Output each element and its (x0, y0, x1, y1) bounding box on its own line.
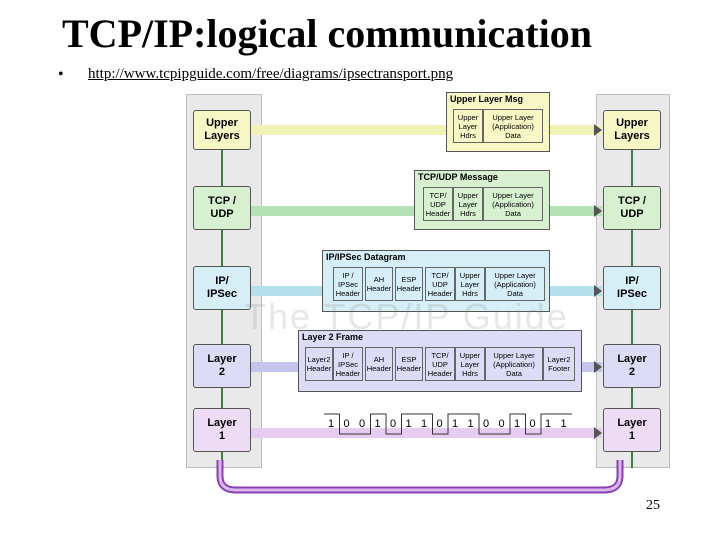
arrow-head-l1 (594, 427, 602, 439)
watermark: The TCP/IP Guide (244, 296, 569, 337)
arrow-head-ip (594, 285, 602, 297)
bit-digit: 0 (359, 418, 366, 430)
ip-ipsec-header-cell: IP / IPSec Header (333, 267, 363, 301)
ip-upper-data-cell: Upper Layer (Application) Data (485, 267, 545, 301)
bit-digit: 0 (483, 418, 490, 430)
bit-digit: 1 (328, 418, 335, 430)
l2-footer-cell: Layer2 Footer (543, 347, 575, 381)
pipe-upper-layers (246, 125, 602, 135)
ip-esp-header-cell: ESP Header (395, 267, 423, 301)
right-upper-layers: Upper Layers (603, 110, 661, 150)
page-number: 25 (646, 498, 660, 513)
l2-header-cell: Layer2 Header (305, 347, 333, 381)
l2-ah-header-cell: AH Header (365, 347, 393, 381)
left-ip-ipsec: IP/ IPSec (193, 266, 251, 310)
physical-link (216, 460, 624, 494)
left-upper-layers: Upper Layers (193, 110, 251, 150)
bit-digit: 1 (374, 418, 381, 430)
tcp-upper-hdrs-cell: Upper Layer Hdrs (453, 187, 483, 221)
bit-digit: 1 (405, 418, 412, 430)
bullet-marker: • (58, 66, 64, 83)
ip-tcp-udp-header-cell: TCP/ UDP Header (425, 267, 455, 301)
layer-2-frame: Layer 2 Frame Layer2 Header IP / IPSec H… (298, 330, 582, 392)
bit-digit: 0 (529, 418, 536, 430)
bit-digit: 0 (390, 418, 397, 430)
upper-layer-hdrs-cell: Upper Layer Hdrs (453, 109, 483, 143)
ip-ah-header-cell: AH Header (365, 267, 393, 301)
left-layer-2: Layer 2 (193, 344, 251, 388)
bit-digit: 0 (436, 418, 443, 430)
right-layer-2: Layer 2 (603, 344, 661, 388)
bit-digit: 0 (343, 418, 350, 430)
right-tcp-udp: TCP / UDP (603, 186, 661, 230)
l2-esp-header-cell: ESP Header (395, 347, 423, 381)
ip-ipsec-datagram: IP/IPSec Datagram IP / IPSec Header AH H… (322, 250, 550, 312)
slide-title: TCP/IP:logical communication (62, 11, 592, 56)
tcp-upper-data-cell: Upper Layer (Application) Data (483, 187, 543, 221)
ip-datagram-title: IP/IPSec Datagram (326, 252, 406, 262)
bit-digit: 1 (545, 418, 552, 430)
upper-layer-msg-title: Upper Layer Msg (450, 94, 524, 104)
pipe-layer-1 (246, 428, 602, 438)
right-layer-1: Layer 1 (603, 408, 661, 452)
tcp-udp-message: TCP/UDP Message TCP/ UDP Header Upper La… (414, 170, 550, 230)
left-layer-1: Layer 1 (193, 408, 251, 452)
bit-digit: 1 (421, 418, 428, 430)
bit-digit: 1 (452, 418, 459, 430)
bit-digit: 0 (498, 418, 505, 430)
l2-ip-ipsec-header-cell: IP / IPSec Header (333, 347, 363, 381)
tcp-udp-header-cell: TCP/ UDP Header (423, 187, 453, 221)
bit-digit: 1 (560, 418, 567, 430)
source-link[interactable]: http://www.tcpipguide.com/free/diagrams/… (88, 66, 454, 82)
arrow-head-l2 (594, 361, 602, 373)
right-ip-ipsec: IP/ IPSec (603, 266, 661, 310)
l2-upper-hdrs-cell: Upper Layer Hdrs (455, 347, 485, 381)
arrow-head-tcp (594, 205, 602, 217)
bit-digit: 1 (514, 418, 521, 430)
l2-upper-data-cell: Upper Layer (Application) Data (485, 347, 543, 381)
l2-tcp-udp-header-cell: TCP/ UDP Header (425, 347, 455, 381)
bit-digit: 1 (467, 418, 474, 430)
bit-waveform (324, 413, 572, 435)
layer-2-frame-title: Layer 2 Frame (302, 332, 364, 342)
upper-layer-data-cell: Upper Layer (Application) Data (483, 109, 543, 143)
tcp-udp-message-title: TCP/UDP Message (418, 172, 498, 182)
upper-layer-msg: Upper Layer Msg Upper Layer Hdrs Upper L… (446, 92, 550, 152)
arrow-head-upper (594, 124, 602, 136)
bit-wave-line (324, 413, 572, 435)
left-tcp-udp: TCP / UDP (193, 186, 251, 230)
ip-upper-hdrs-cell: Upper Layer Hdrs (455, 267, 485, 301)
